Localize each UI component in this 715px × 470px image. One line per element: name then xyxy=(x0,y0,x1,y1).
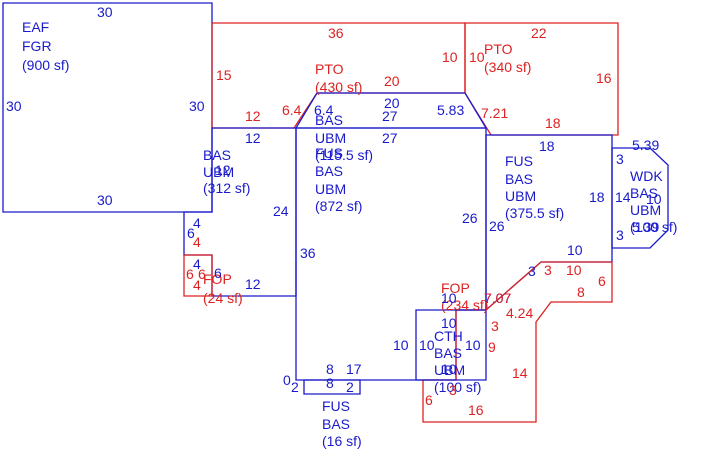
dim-label: 36 xyxy=(300,245,316,261)
eaf-label: EAF FGR (900 sf) xyxy=(22,19,69,73)
dim-label: 30 xyxy=(189,98,205,114)
dim-label: 9 xyxy=(488,339,496,355)
dim-label: 2 xyxy=(346,379,354,395)
dim-label: 20 xyxy=(384,73,400,89)
dim-label: 24 xyxy=(273,203,289,219)
fop-small-label: FOP (24 sf) xyxy=(203,271,243,306)
dim-label: 3 xyxy=(544,262,552,278)
dim-label: 26 xyxy=(489,218,505,234)
dim-label: 16 xyxy=(596,70,612,86)
dim-label: 22 xyxy=(531,25,547,41)
dim-label: 10 xyxy=(419,337,435,353)
dim-label: 5.39 xyxy=(632,219,659,235)
dim-label: 5.83 xyxy=(437,102,464,118)
dim-label: 18 xyxy=(545,115,561,131)
dim-label: 2 xyxy=(291,379,299,395)
dim-label: 15 xyxy=(216,67,232,83)
cth-outline xyxy=(415,309,487,381)
dim-label: 3 xyxy=(616,227,624,243)
dim-label: 10 xyxy=(442,49,458,65)
dim-label: 12 xyxy=(245,130,261,146)
dim-label: 7.21 xyxy=(481,105,508,121)
dim-label: 6 xyxy=(425,392,433,408)
dim-label: 27 xyxy=(382,108,398,124)
fus-bottom-label: FUS BAS (16 sf) xyxy=(322,398,362,449)
dim-label: 3 xyxy=(528,263,536,279)
fus-bas-right-label: FUS BAS UBM (375.5 sf) xyxy=(505,153,564,221)
bas-ubm-left-label: BAS UBM (312 sf) xyxy=(203,147,250,196)
dim-label: 10 xyxy=(469,49,485,65)
dim-label: 10 xyxy=(567,242,583,258)
fop-small-outline xyxy=(183,254,213,297)
dim-label: 10 xyxy=(646,191,662,207)
dim-label: 8 xyxy=(326,361,334,377)
dim-label: 7.07 xyxy=(484,290,511,306)
fus-bas-main-label: FUS BAS UBM (872 sf) xyxy=(315,145,362,214)
dim-label: 8 xyxy=(577,284,585,300)
pto-right-label: PTO (340 sf) xyxy=(484,41,531,75)
dim-label: 6 xyxy=(598,273,606,289)
dim-label: 36 xyxy=(328,25,344,41)
dim-label: 14 xyxy=(615,189,631,205)
dim-label: 10 xyxy=(393,337,409,353)
dim-label: 3 xyxy=(616,151,624,167)
dim-label: 18 xyxy=(589,189,605,205)
dim-label: 6.4 xyxy=(282,102,302,118)
dim-label: 4 xyxy=(193,215,201,231)
dim-label: 6 xyxy=(198,266,206,282)
dim-label: 12 xyxy=(245,108,261,124)
bas-ubm-small-label: BAS UBM (115.5 sf) xyxy=(315,112,373,163)
wdk-label: WDK BAS UBM (100 sf) xyxy=(630,168,677,235)
dim-label: 7.07 xyxy=(484,290,511,306)
dim-label: 10 xyxy=(465,337,481,353)
dim-label: 20 xyxy=(384,95,400,111)
dim-label: 6.4 xyxy=(314,102,334,118)
dim-label: 17 xyxy=(346,361,362,377)
fus-bottom-outline xyxy=(303,379,361,395)
dim-label: 4 xyxy=(193,256,201,272)
dim-label: 0 xyxy=(283,372,291,388)
wdk-outline xyxy=(611,147,669,249)
dim-label: 27 xyxy=(382,130,398,146)
dim-label: 3 xyxy=(449,382,457,398)
dim-label: 30 xyxy=(97,192,113,208)
dim-label: 6 xyxy=(186,266,194,282)
dim-label: 10 xyxy=(441,361,457,377)
dim-label: 4 xyxy=(193,234,201,250)
dim-label: 30 xyxy=(97,4,113,20)
dim-label: 3 xyxy=(491,318,499,334)
dim-label: 12 xyxy=(215,162,231,178)
dim-label: 30 xyxy=(6,98,22,114)
dim-label: 8 xyxy=(326,375,334,391)
dim-label: 18 xyxy=(539,138,555,154)
dim-label: 26 xyxy=(462,210,478,226)
dim-label: 14 xyxy=(512,365,528,381)
dim-label: 4 xyxy=(193,277,201,293)
dim-label: 16 xyxy=(468,402,484,418)
dim-label: 10 xyxy=(441,315,457,331)
dim-label: 4.24 xyxy=(506,305,533,321)
dim-label: 10 xyxy=(566,262,582,278)
cth-label: CTH BAS UBM (100 sf) xyxy=(434,328,481,395)
dim-label: 10 xyxy=(441,290,457,306)
dim-label: 5.39 xyxy=(632,137,659,153)
fop-big-label: FOP (234 sf) xyxy=(441,280,488,313)
pto-left-label: PTO (430 sf) xyxy=(315,61,362,95)
dim-label: 6 xyxy=(214,265,222,281)
dim-label: 6 xyxy=(187,225,195,241)
dim-label: 12 xyxy=(245,276,261,292)
